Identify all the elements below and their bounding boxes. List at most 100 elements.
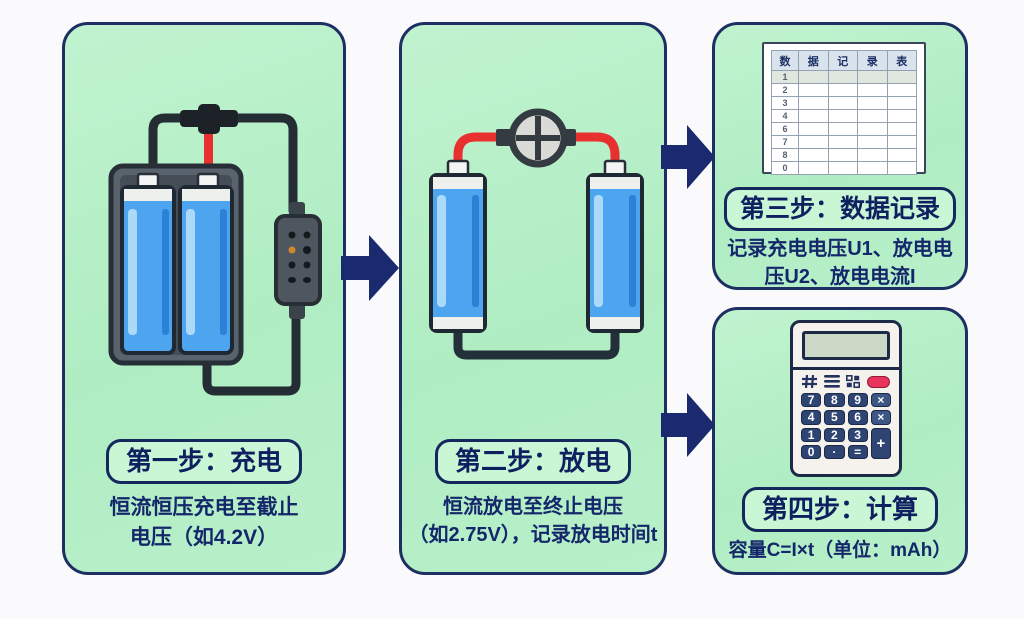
table-cell: [886, 148, 917, 162]
step1-title-pill: 第一步：充电: [105, 439, 303, 485]
table-cell: [857, 70, 888, 84]
menu-icon: [823, 375, 840, 388]
battery2-icon: [586, 173, 644, 333]
table-cell: [857, 122, 888, 136]
row-label-cell: 7: [771, 135, 799, 149]
panel-step3-data-recording: 数 据 记 录 表 1 2 3: [712, 22, 968, 290]
table-cell: [857, 109, 888, 123]
calculator-icon-row: [793, 370, 899, 390]
wire-bottom-loop: [202, 312, 301, 396]
red-wire-right: [567, 132, 620, 172]
calc-key-1: 1: [801, 427, 822, 442]
table-header-cell: 据: [798, 50, 829, 71]
row-label-cell: 2: [771, 83, 799, 97]
table-header-cell: 录: [857, 50, 888, 71]
table-row: 4: [771, 109, 917, 123]
table-cell: [798, 83, 829, 97]
table-cell: [886, 83, 917, 97]
data-record-table-card: 数 据 记 录 表 1 2 3: [762, 42, 926, 175]
table-cell: [827, 96, 858, 110]
step3-desc-line2: 压U2、放电电流I: [764, 266, 916, 289]
calc-key-3: 3: [847, 427, 868, 442]
table-cell: [886, 109, 917, 123]
battery1-icon: [429, 173, 487, 333]
table-cell: [886, 135, 917, 149]
table-cell: [857, 161, 888, 175]
row-label-cell: 0: [771, 161, 799, 175]
calc-key-2: 2: [824, 427, 845, 442]
red-wire-left: [453, 132, 509, 172]
table-cell: [886, 96, 917, 110]
step3-title-pill: 第三步：数据记录: [723, 187, 957, 231]
table-row: 6: [771, 122, 917, 136]
table-row: 2: [771, 83, 917, 97]
arrow-step2-to-step4-icon: [661, 393, 715, 457]
calculator-keypad: 7 8 9 × 4 5 6 × 1 2 3 + 0 · =: [801, 393, 891, 459]
table-cell: [857, 135, 888, 149]
calc-key-multiply-2: ×: [870, 410, 891, 425]
data-record-table: 数 据 记 录 表 1 2 3: [771, 50, 917, 175]
table-header-cell: 数: [771, 50, 799, 71]
table-row: 3: [771, 96, 917, 110]
step3-desc-line1: 记录充电电压U1、放电电: [727, 238, 953, 260]
calc-key-dot: ·: [824, 444, 845, 459]
calc-key-6: 6: [847, 410, 868, 425]
calc-key-equals: =: [847, 444, 868, 459]
panel-step4-calculation: 7 8 9 × 4 5 6 × 1 2 3 + 0 · = 第四步：计算 容量C…: [712, 307, 968, 575]
table-cell: [827, 83, 858, 97]
calc-key-0: 0: [801, 444, 822, 459]
step2-title-pill: 第二步：放电: [434, 439, 632, 485]
calc-key-8: 8: [824, 393, 845, 408]
calc-key-plus: +: [870, 427, 891, 459]
table-header-cell: 表: [886, 50, 917, 71]
step1-desc-line1: 恒流恒压充电至截止: [109, 496, 299, 519]
step2-desc-line1: 恒流放电至终止电压: [443, 496, 623, 518]
row-label-cell: 4: [771, 109, 799, 123]
table-cell: [886, 122, 917, 136]
step1-desc-line2: 电压（如4.2V）: [129, 525, 279, 549]
row-label-cell: 3: [771, 96, 799, 110]
hash-icon: [802, 375, 817, 388]
table-cell: [798, 148, 829, 162]
charger-controller-icon: [274, 202, 322, 319]
table-cell: [798, 161, 829, 175]
table-header-cell: 记: [827, 50, 858, 71]
calculator-divider: [793, 367, 899, 370]
step4-description: 容量C=I×t（单位：mAh）: [728, 540, 952, 561]
calc-key-7: 7: [801, 393, 822, 408]
table-cell: [886, 161, 917, 175]
row-label-cell: 8: [771, 148, 799, 162]
table-cell: [857, 148, 888, 162]
row-label-cell: 6: [771, 122, 799, 136]
table-cell: [827, 135, 858, 149]
table-row: 7: [771, 135, 917, 149]
table-cell: [827, 70, 858, 84]
step4-title-pill: 第四步：计算: [741, 487, 939, 533]
calc-key-multiply: ×: [870, 393, 891, 408]
battery2-icon: [178, 185, 234, 355]
table-cell: [798, 70, 829, 84]
table-row: 0: [771, 161, 917, 175]
table-cell: [798, 122, 829, 136]
table-cell: [886, 70, 917, 84]
table-cell: [798, 135, 829, 149]
step2-description: 恒流放电至终止电压 （如2.75V），记录放电时间t: [402, 493, 664, 550]
step3-description: 记录充电电压U1、放电电 压U2、放电电流I: [715, 235, 965, 292]
step2-desc-line2: （如2.75V），记录放电时间t: [408, 524, 658, 547]
wire-bottom-loop: [453, 318, 620, 360]
calc-key-5: 5: [824, 410, 845, 425]
charging-circuit-illustration: [108, 104, 322, 396]
step1-description: 恒流恒压充电至截止 电压（如4.2V）: [65, 493, 343, 553]
red-wire: [204, 123, 213, 183]
table-cell: [857, 96, 888, 110]
table-row: 1: [771, 70, 917, 84]
calculator-display: [802, 331, 890, 360]
table-cell: [857, 83, 888, 97]
grid-icon: [846, 375, 861, 388]
table-header-row: 数 据 记 录 表: [771, 50, 917, 71]
table-cell: [827, 109, 858, 123]
table-cell: [827, 122, 858, 136]
calc-key-4: 4: [801, 410, 822, 425]
table-cell: [798, 109, 829, 123]
